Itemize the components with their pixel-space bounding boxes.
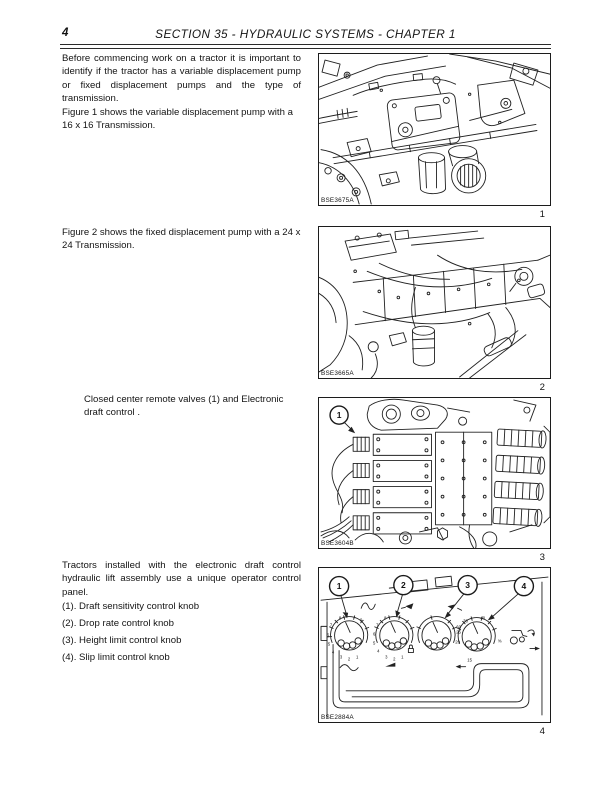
figure-3-number: 3: [539, 552, 545, 563]
figure-4-number: 4: [539, 726, 545, 737]
figure-1-illustration: [319, 54, 550, 205]
lock-icon: [407, 644, 414, 654]
tick-label: 8: [339, 615, 342, 620]
figure3-caption: Closed center remote valves (1) and Elec…: [84, 394, 284, 419]
figure-2-number: 2: [539, 382, 545, 393]
figure1-caption: Figure 1 shows the variable displacement…: [62, 107, 293, 132]
draft-sensitivity-knob: [327, 615, 370, 651]
callout-3-arrow: [444, 611, 452, 619]
tick-label: 30: [463, 618, 468, 623]
tick-label: 4: [377, 649, 380, 654]
intro-paragraph: Before commencing work on a tractor it i…: [62, 53, 301, 104]
photo-code-label: BSE2884A: [321, 714, 354, 721]
photo-code-label: BSE3604B: [321, 540, 354, 547]
tick-label: 6: [373, 631, 376, 636]
tractor-icon: [509, 629, 535, 645]
callout-1-label: 1: [337, 581, 342, 591]
figure-1-number: 1: [539, 209, 545, 220]
tick-label: 9: [360, 617, 363, 622]
figure-4-illustration: 1 2 3 4 5 6 7 8 9 1 2 3 4 5 6 7 8 60 15 …: [320, 574, 549, 719]
tick-label: 15: [467, 658, 472, 663]
tick-label: 1: [401, 655, 404, 660]
tick-label: 5: [328, 641, 331, 646]
drop-rate-icon: [405, 603, 414, 610]
list-item-height-limit: (3). Height limit control knob: [62, 635, 182, 646]
tick-label: 7: [376, 622, 379, 627]
figure2-caption: Figure 2 shows the fixed displacement pu…: [62, 227, 301, 252]
height-limit-knob: [416, 615, 457, 651]
header-rule: [60, 44, 551, 49]
slip-limit-knob: [456, 616, 497, 652]
callout-2-badge: [393, 574, 414, 596]
tick-label: 8: [384, 615, 387, 620]
wave-icon: [339, 664, 359, 672]
tick-label: 1: [356, 655, 359, 660]
figure-2-frame: BSE3665A: [318, 226, 551, 379]
draft-curve-icon: [360, 602, 376, 610]
callout-1-badge: [328, 575, 350, 597]
tick-label: 7: [330, 622, 333, 627]
figure-2-illustration: [319, 229, 550, 378]
callout-1-label: 1: [337, 410, 342, 420]
callout-1-arrow: [342, 612, 349, 619]
page-number: 4: [62, 27, 69, 39]
tick-label: 20: [455, 639, 460, 644]
callout-1-arrow: [348, 426, 356, 434]
list-item-drop-rate: (2). Drop rate control knob: [62, 618, 174, 629]
photo-code-label: BSE3675A: [321, 197, 354, 204]
callout-1-badge: [329, 405, 349, 425]
tick-label: 3: [340, 655, 343, 660]
tick-label: 40: [480, 615, 485, 620]
tick-label: 25: [456, 629, 461, 634]
figure-3-illustration: 1: [320, 398, 550, 548]
figure-4-frame: 1 2 3 4 5 6 7 8 9 1 2 3 4 5 6 7 8 60 15 …: [318, 567, 551, 723]
tick-label: 3: [385, 655, 388, 660]
list-item-slip-limit: (4). Slip limit control knob: [62, 652, 170, 663]
tick-label: 2: [393, 657, 396, 662]
callout-4-badge: [513, 575, 535, 597]
tick-label: 5: [373, 640, 376, 645]
callout-2-arrow: [395, 610, 401, 618]
tick-label: 60: [456, 624, 461, 629]
list-item-draft-sensitivity: (1). Draft sensitivity control knob: [62, 601, 200, 612]
callout-4-label: 4: [522, 581, 527, 591]
callout-3-label: 3: [465, 580, 470, 590]
tick-label: 6: [327, 632, 330, 637]
tick-label: 2: [348, 657, 351, 662]
callout-2-label: 2: [401, 580, 406, 590]
tick-label: 4: [332, 650, 335, 655]
figure-3-frame: 1 BSE3604B: [318, 397, 551, 549]
tick-label: %: [498, 638, 502, 643]
callout-3-badge: [457, 574, 478, 596]
height-limit-icon: [447, 604, 456, 610]
figure-1-frame: BSE3675A: [318, 53, 551, 206]
photo-code-label: BSE3665A: [321, 370, 354, 377]
ramp-icon: [385, 662, 396, 667]
drop-rate-knob: [374, 615, 415, 651]
panel-intro-paragraph: Tractors installed with the electronic d…: [62, 560, 301, 598]
page-title: SECTION 35 - HYDRAULIC SYSTEMS - CHAPTER…: [155, 27, 456, 41]
